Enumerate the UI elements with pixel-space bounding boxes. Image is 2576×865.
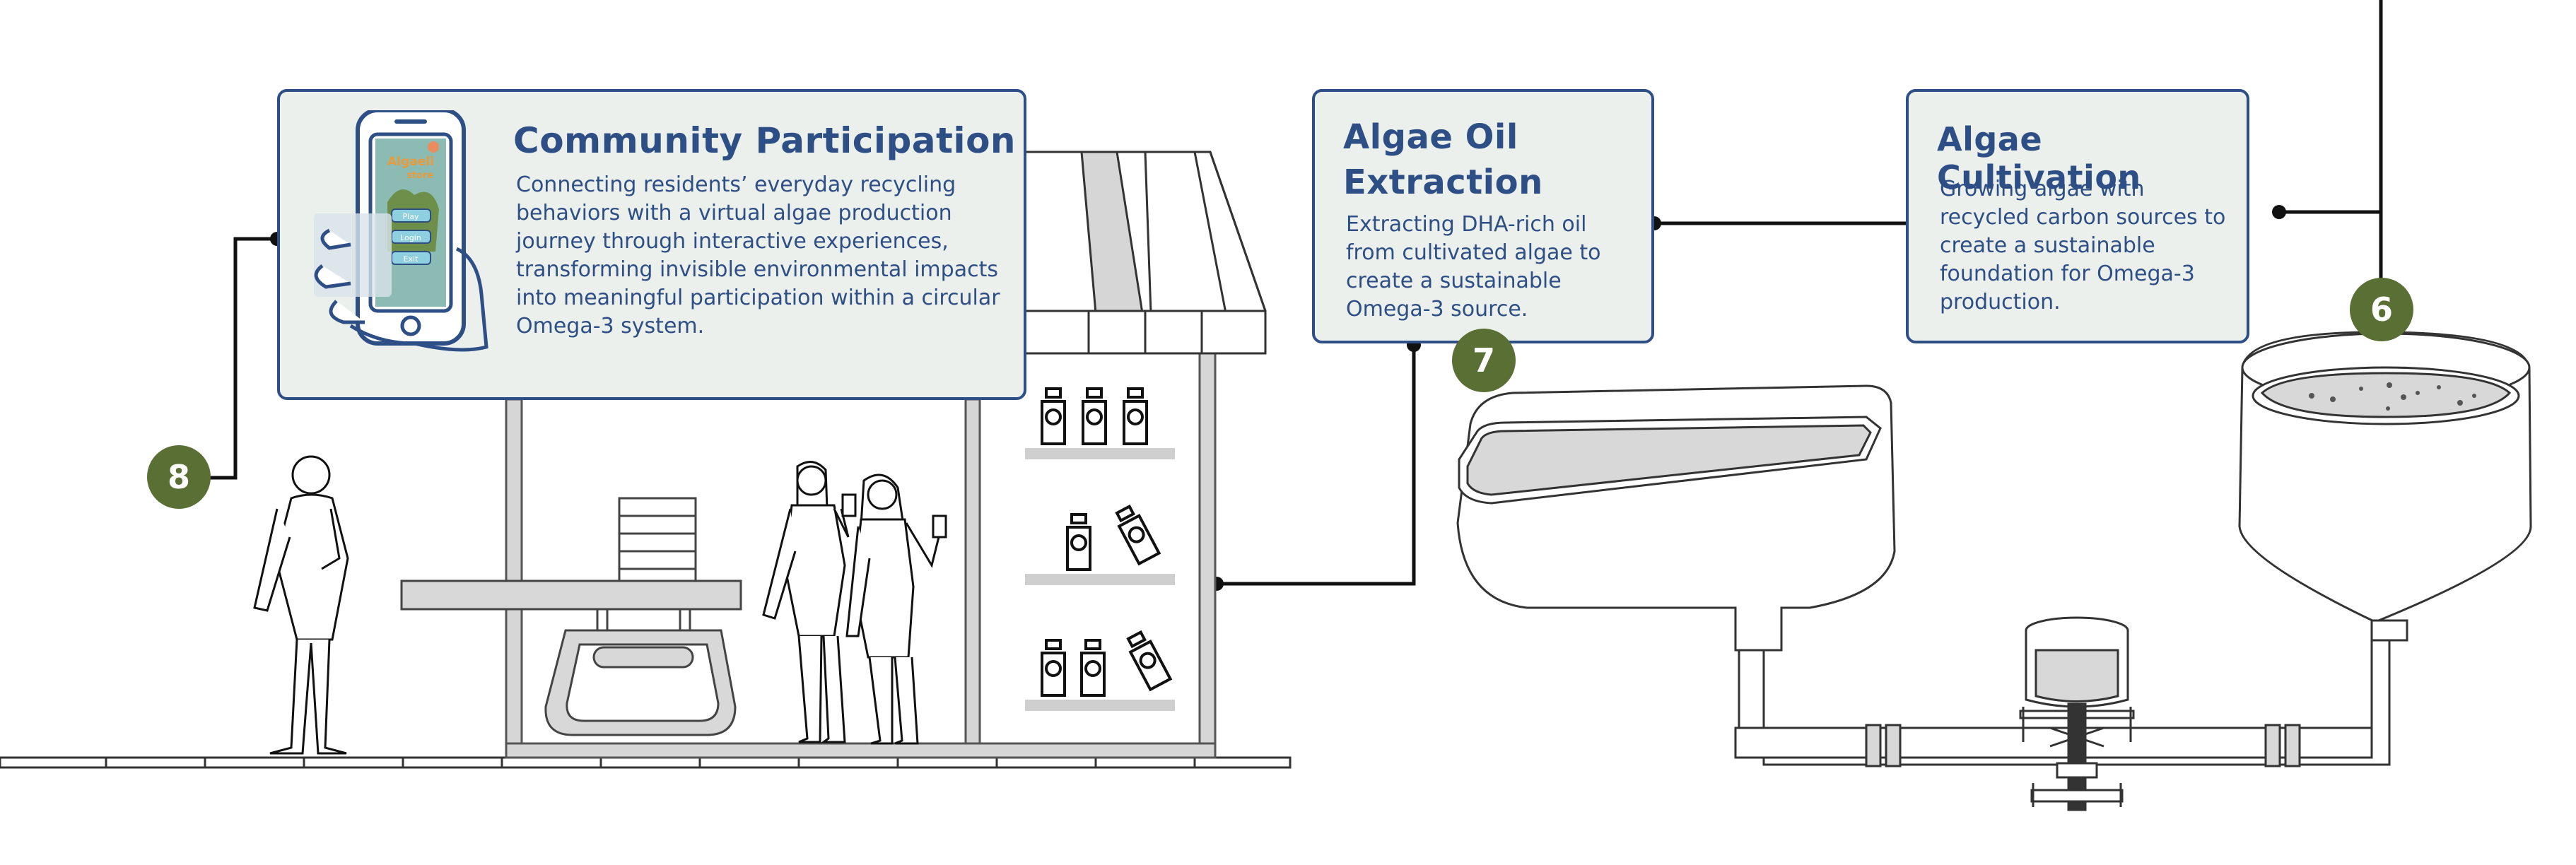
community-participation-title: Community Participation — [513, 120, 1017, 161]
shelf-top — [1025, 448, 1175, 459]
algae-cultivation-card: Algae Cultivation Growing algae with rec… — [1906, 89, 2249, 343]
phone-title-line2: store — [406, 170, 433, 181]
phone-play-label: Play — [403, 212, 419, 221]
store-frame-left — [505, 398, 523, 759]
shelf-bottom — [1025, 700, 1175, 711]
algae-oil-extraction-body: Extracting DHA-rich oil from cultivated … — [1346, 212, 1601, 322]
connector-8 — [206, 237, 277, 480]
connector-lines — [206, 0, 2383, 586]
store-divider — [964, 398, 981, 759]
connector-7 — [1217, 345, 1416, 586]
community-participation-card: Algaeli store Play Login Exit Community … — [277, 89, 1026, 400]
phone-title-line1: Algaeli — [387, 155, 434, 169]
extraction-tank — [1456, 384, 1896, 652]
step-8-badge: 8 — [147, 445, 211, 509]
recycling-machine — [400, 497, 742, 736]
step-7-badge: 7 — [1452, 329, 1516, 392]
person-woman-left — [762, 461, 857, 743]
community-participation-body: Connecting residents’ everyday recycling… — [516, 172, 1000, 339]
awning — [1022, 151, 1267, 355]
algae-oil-extraction-title-line2: Extraction — [1343, 163, 1543, 202]
shelf-middle — [1025, 574, 1175, 585]
phone-play-button[interactable] — [391, 208, 431, 223]
algae-cultivation-title: Algae Cultivation — [1937, 120, 2141, 196]
person-man — [253, 455, 349, 755]
ground-line — [0, 756, 1292, 769]
phone-login-label: Login — [400, 233, 421, 242]
pipework — [1734, 616, 2391, 811]
algae-oil-extraction-card: Algae Oil Extraction Extracting DHA-rich… — [1312, 89, 1654, 343]
cultivation-vat — [2238, 331, 2532, 642]
algae-cultivation-body: Growing algae with recycled carbon sourc… — [1940, 177, 2226, 314]
store-building — [505, 151, 1267, 759]
store-frame-right — [1198, 352, 1217, 759]
person-woman-right — [845, 473, 947, 745]
phone-app-illustration: Algaeli store Play Login Exit — [314, 110, 488, 352]
supplement-bottles — [1041, 387, 1173, 697]
store-floor — [505, 742, 1217, 759]
step-6-badge: 6 — [2350, 278, 2413, 341]
phone-exit-label: Exit — [404, 254, 419, 264]
connector-6 — [2279, 0, 2383, 214]
algae-oil-extraction-title-line1: Algae Oil — [1343, 117, 1518, 157]
